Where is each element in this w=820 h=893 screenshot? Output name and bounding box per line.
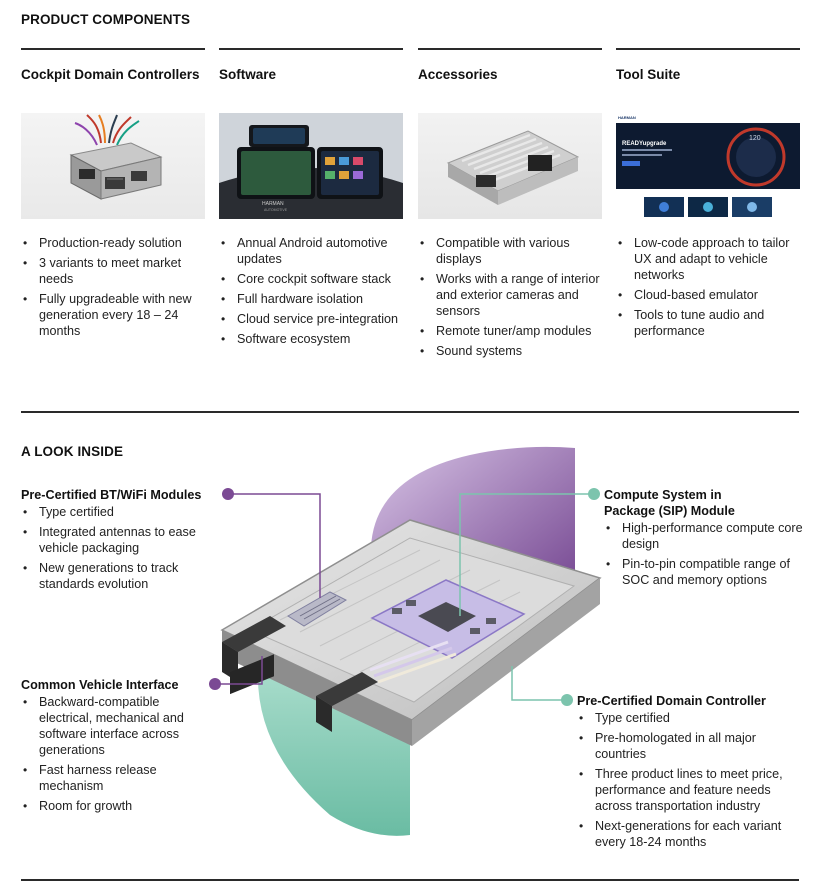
domain-controller-marker-dot: [561, 694, 573, 706]
vehicle-interface-leader-line: [215, 656, 263, 685]
look-inside-illustration: [215, 446, 602, 836]
bullet-list: High-performance compute core design Pin…: [604, 520, 804, 588]
callout-title: Pre-Certified BT/WiFi Modules: [21, 488, 202, 502]
column-divider: [418, 48, 602, 50]
bullet-item: Annual Android automotive updates: [219, 235, 403, 267]
bullet-list: Low-code approach to tailor UX and adapt…: [616, 235, 800, 339]
bullet-item: Works with a range of interior and exter…: [418, 271, 602, 319]
column-software: Software HARMAN AUTOMOTIVE Annual Androi…: [219, 48, 403, 351]
callout-title: Pre-Certified Domain Controller: [577, 694, 766, 708]
callout-title: Compute System in Package (SIP) Module: [604, 488, 735, 518]
bullet-item: Cloud service pre-integration: [219, 311, 403, 327]
bullet-list: Production-ready solution 3 variants to …: [21, 235, 205, 339]
tool-suite-screenshot-image: HARMAN 120 READYupgrade: [616, 113, 800, 219]
column-accessories: Accessories Compatible with various disp…: [418, 48, 602, 363]
bullet-item: 3 variants to meet market needs: [21, 255, 205, 287]
bullet-item: Three product lines to meet price, perfo…: [577, 766, 807, 814]
section-title-product-components: PRODUCT COMPONENTS: [21, 12, 191, 27]
bullet-item: Remote tuner/amp modules: [418, 323, 602, 339]
bullet-item: Sound systems: [418, 343, 602, 359]
bullet-item: Type certified: [21, 504, 221, 520]
bullet-list: Compatible with various displays Works w…: [418, 235, 602, 359]
column-divider: [219, 48, 403, 50]
accessory-module-image: [418, 113, 602, 219]
tool-suite-headline: READYupgrade: [622, 141, 667, 147]
column-divider: [616, 48, 800, 50]
column-cockpit-domain-controllers: Cockpit Domain Controllers Production-re…: [21, 48, 205, 343]
bullet-item: Pre-homologated in all major countries: [577, 730, 807, 762]
column-divider: [21, 48, 205, 50]
bullet-item: Cloud-based emulator: [616, 287, 800, 303]
domain-controller-hardware: [220, 519, 602, 746]
bullet-list: Annual Android automotive updates Core c…: [219, 235, 403, 347]
bullet-item: Production-ready solution: [21, 235, 205, 251]
sip-marker-dot: [588, 488, 600, 500]
bullet-item: Full hardware isolation: [219, 291, 403, 307]
bullet-item: Core cockpit software stack: [219, 271, 403, 287]
cockpit-display-image: HARMAN AUTOMOTIVE: [219, 113, 403, 219]
sip-leader-line: [459, 493, 592, 616]
bullet-item: Compatible with various displays: [418, 235, 602, 267]
bullet-item: Pin-to-pin compatible range of SOC and m…: [604, 556, 804, 588]
vehicle-interface-marker-dot: [209, 678, 221, 690]
bt-wifi-marker-dot: [222, 488, 234, 500]
tool-suite-gauge: 120: [749, 135, 761, 142]
bullet-item: High-performance compute core design: [604, 520, 804, 552]
callout-vehicle-interface: Common Vehicle Interface Backward-compat…: [21, 677, 191, 818]
section-title-a-look-inside: A LOOK INSIDE: [21, 444, 124, 459]
bullet-item: Fully upgradeable with new generation ev…: [21, 291, 205, 339]
column-title: Tool Suite: [616, 67, 681, 82]
bullet-item: Software ecosystem: [219, 331, 403, 347]
bullet-item: Low-code approach to tailor UX and adapt…: [616, 235, 800, 283]
bullet-item: New generations to track standards evolu…: [21, 560, 221, 592]
bullet-list: Type certified Pre-homologated in all ma…: [577, 710, 807, 850]
bullet-list: Type certified Integrated antennas to ea…: [21, 504, 221, 592]
bt-wifi-leader-line: [232, 493, 321, 598]
callout-title: Common Vehicle Interface: [21, 678, 179, 692]
software-image-sub: AUTOMOTIVE: [264, 208, 288, 212]
bullet-item: Room for growth: [21, 798, 191, 814]
domain-controller-leader-line: [511, 666, 566, 701]
callout-domain-controller: Pre-Certified Domain Controller Type cer…: [577, 693, 807, 854]
column-tool-suite: Tool Suite HARMAN 120 READYupgrade Low-c…: [616, 48, 800, 343]
tool-suite-brand: HARMAN: [618, 115, 636, 120]
bottom-divider: [21, 879, 799, 881]
bullet-item: Backward-compatible electrical, mechanic…: [21, 694, 191, 758]
software-image-brand: HARMAN: [262, 201, 284, 207]
bullet-item: Type certified: [577, 710, 807, 726]
bullet-item: Tools to tune audio and performance: [616, 307, 800, 339]
bullet-item: Next-generations for each variant every …: [577, 818, 807, 850]
column-title: Accessories: [418, 67, 498, 82]
controller-box-image: [21, 113, 205, 219]
column-title: Cockpit Domain Controllers: [21, 67, 200, 82]
callout-bt-wifi-modules: Pre-Certified BT/WiFi Modules Type certi…: [21, 487, 221, 596]
bullet-item: Fast harness release mechanism: [21, 762, 191, 794]
column-title: Software: [219, 67, 277, 82]
section-divider: [21, 411, 799, 413]
bullet-list: Backward-compatible electrical, mechanic…: [21, 694, 191, 814]
callout-sip-module: Compute System in Package (SIP) Module H…: [604, 487, 804, 592]
bullet-item: Integrated antennas to ease vehicle pack…: [21, 524, 221, 556]
